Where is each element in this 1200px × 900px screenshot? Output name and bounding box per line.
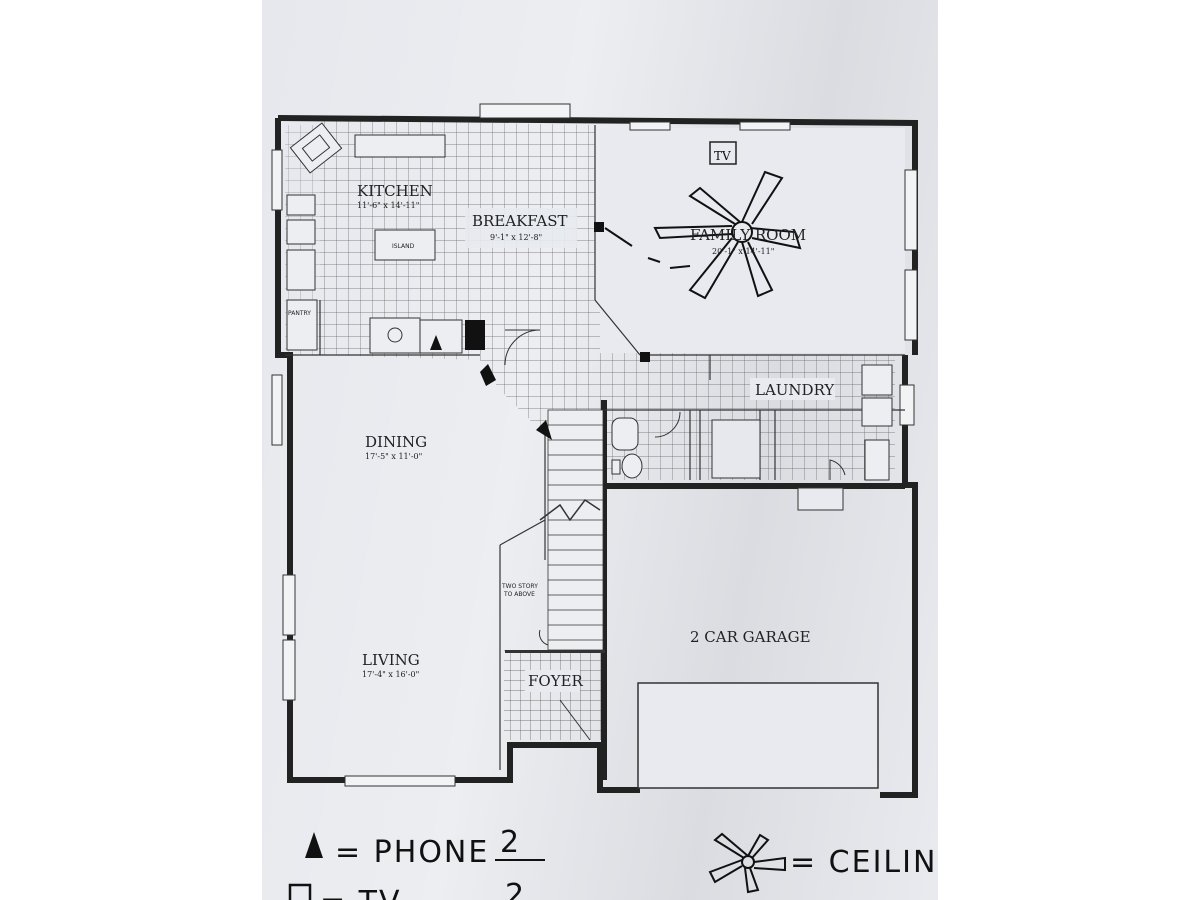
tv-legend-label: = TV [320, 885, 402, 900]
floor-plan: ISLAND PANTRY TV [271, 103, 938, 900]
living-label: LIVING [362, 651, 420, 669]
family-room-dims: 20'-1" x 14'-11" [712, 247, 774, 256]
kitchen-label: KITCHEN [357, 182, 433, 200]
family-room-area [600, 128, 905, 353]
phone-markers [430, 222, 650, 440]
foyer-label-bg [525, 670, 580, 692]
breakfast-label: BREAKFAST [472, 212, 568, 230]
ceiling-fan-legend-label: = CEILING [790, 845, 938, 880]
island-label: ISLAND [392, 243, 415, 250]
two-story-label-line2: TO ABOVE [503, 591, 535, 598]
phone-legend-count: 2 [500, 825, 521, 860]
breakfast-label-bg [465, 208, 577, 248]
laundry-appliances [861, 364, 893, 481]
interior-walls [285, 125, 905, 770]
family-room-label: FAMILY ROOM [690, 226, 806, 244]
staircase [539, 409, 604, 651]
exterior-walls [275, 115, 918, 798]
breakfast-dims: 9'-1" x 12'-8" [490, 233, 542, 242]
phone-legend-label: = PHONE [335, 835, 489, 870]
ceiling-fan-legend-icon [708, 832, 786, 894]
svg-text:TV: TV [714, 149, 731, 163]
kitchen-island [374, 229, 436, 261]
two-story-label-line1: TWO STORY [501, 583, 538, 590]
dining-label: DINING [365, 433, 427, 451]
tv-marker: TV [709, 141, 737, 165]
paper-sheet: ISLAND PANTRY TV [262, 0, 938, 900]
phone-legend-icon [305, 832, 323, 858]
ceiling-fan-sketch [604, 170, 802, 300]
bathroom-fixtures [611, 417, 643, 479]
dining-dims: 17'-5" x 11'-0" [365, 452, 422, 461]
legend: = PHONE 2 = TV 2 = CEILING [288, 825, 938, 900]
laundry-label-bg [750, 378, 835, 400]
kitchen-dims: 11'-6" x 14'-11" [357, 201, 419, 210]
tv-legend-icon [288, 883, 312, 900]
garage-door [637, 682, 879, 789]
tv-legend-count: 2 [505, 878, 526, 900]
pantry-label: PANTRY [288, 310, 311, 317]
garage-label: 2 CAR GARAGE [690, 628, 811, 646]
foyer-label: FOYER [528, 672, 584, 690]
laundry-label: LAUNDRY [755, 381, 835, 399]
door-swings [504, 329, 846, 741]
kitchen-fixtures [286, 122, 463, 354]
windows [271, 103, 918, 787]
garage-step [797, 487, 844, 511]
living-dims: 17'-4" x 16'-0" [362, 670, 419, 679]
